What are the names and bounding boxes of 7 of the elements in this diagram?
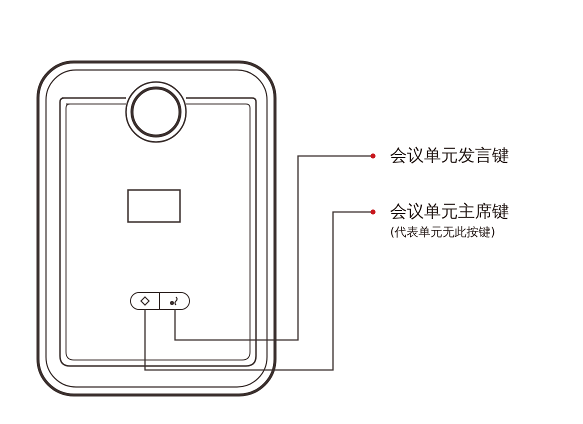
callout-note: (代表单元无此按键)	[390, 225, 496, 240]
diamond-button	[130, 292, 160, 310]
microphone-button	[160, 292, 190, 310]
callout-label: 会议单元主席键	[390, 202, 509, 222]
leader-line	[174, 154, 376, 341]
callout-label: 会议单元发言键	[390, 146, 509, 166]
leader-line	[144, 210, 376, 371]
